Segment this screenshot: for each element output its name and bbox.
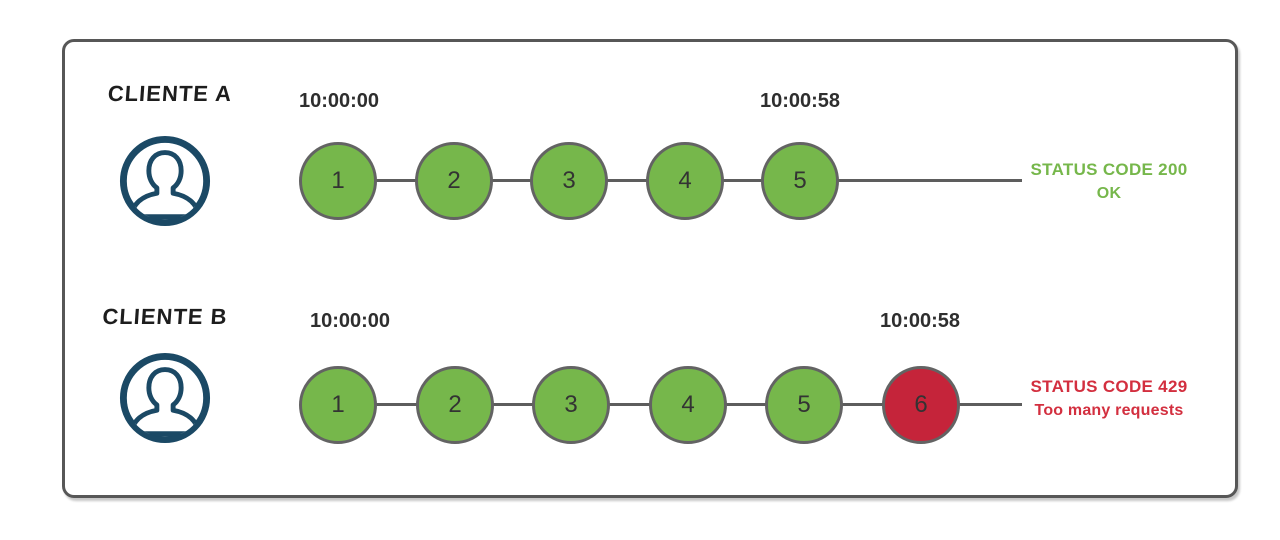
diagram-frame	[62, 39, 1238, 498]
